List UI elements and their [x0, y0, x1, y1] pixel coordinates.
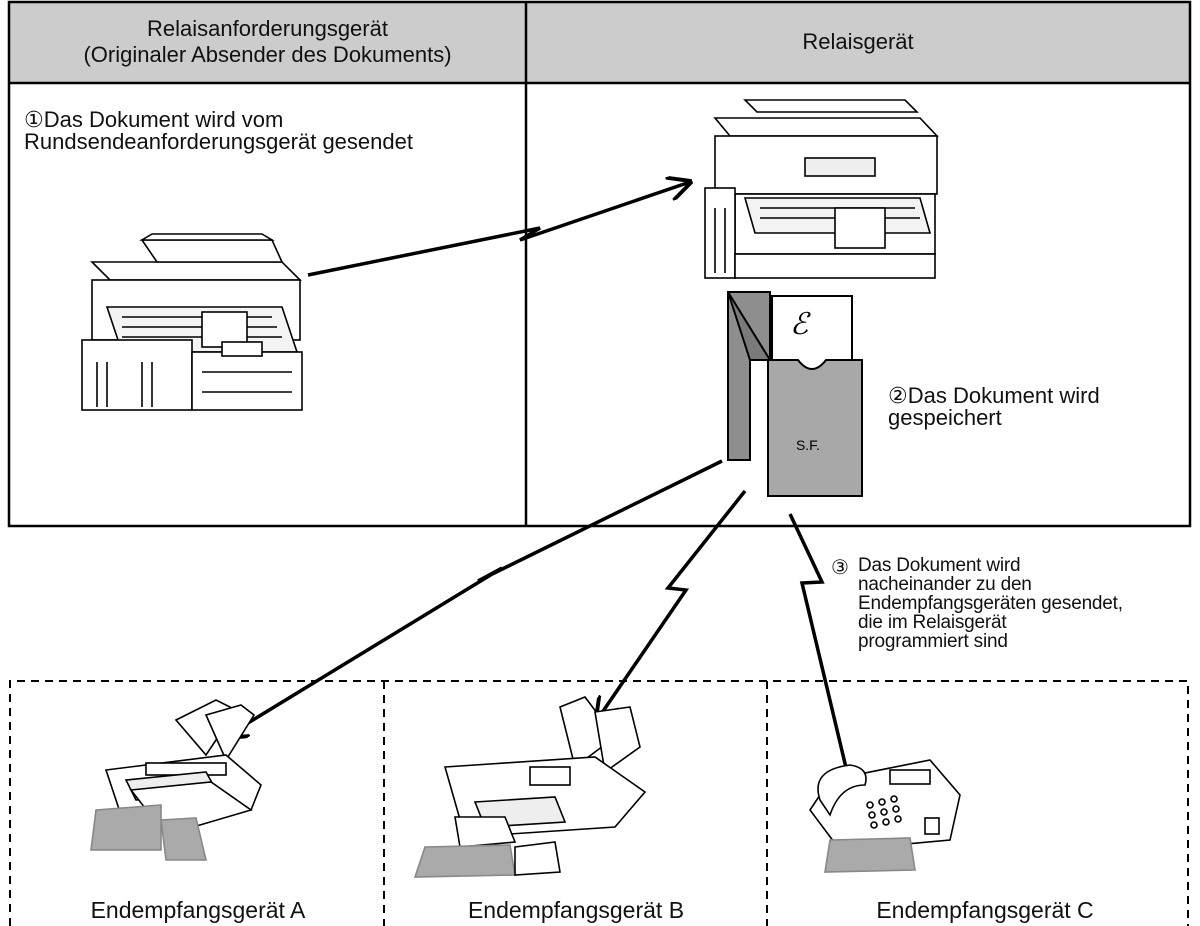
telephone-fax-icon: [809, 759, 961, 873]
receiver-area-border: [9, 680, 1189, 926]
svg-text:ℰ: ℰ: [790, 307, 811, 342]
step1-caption: ①Das Dokument wird vom Rundsendeanforder…: [24, 107, 413, 154]
receiver-area: [9, 680, 1189, 926]
table-border: [7, 0, 1192, 528]
fax-machine-icon: [90, 699, 262, 861]
receiver-a-label: Endempfangsgerät A: [90, 897, 306, 923]
receiver-b-label: Endempfangsgerät B: [467, 897, 685, 923]
copier-machine-icon: [704, 99, 939, 279]
arrow-relay-to-receiver-c: [788, 513, 858, 818]
header-row-bg: [9, 2, 1190, 83]
step2-caption: ②Das Dokument wird gespeichert: [888, 383, 1100, 430]
arrow-relay-to-receiver-a: [225, 459, 723, 737]
storage-label: S.F.: [796, 437, 820, 453]
receiver-c-label: Endempfangsgerät C: [876, 897, 1094, 923]
copier-machine-icon: [81, 233, 303, 411]
relay-table: [7, 0, 1192, 528]
arrows: [225, 182, 858, 818]
header-right-title: Relaisgerät: [802, 29, 914, 54]
step3-number: ③: [831, 557, 849, 579]
fax-machine-icon: [413, 696, 647, 878]
header-left-title: Relaisanforderungsgerät (Originaler Abse…: [83, 16, 452, 67]
arrow-relay-to-receiver-b: [597, 489, 747, 720]
step3-caption: Das Dokument wird nacheinander zu den En…: [858, 555, 1123, 652]
arrow-sender-to-relay: [307, 182, 690, 277]
storage-file-box-icon: ℰ ν: [727, 291, 863, 497]
